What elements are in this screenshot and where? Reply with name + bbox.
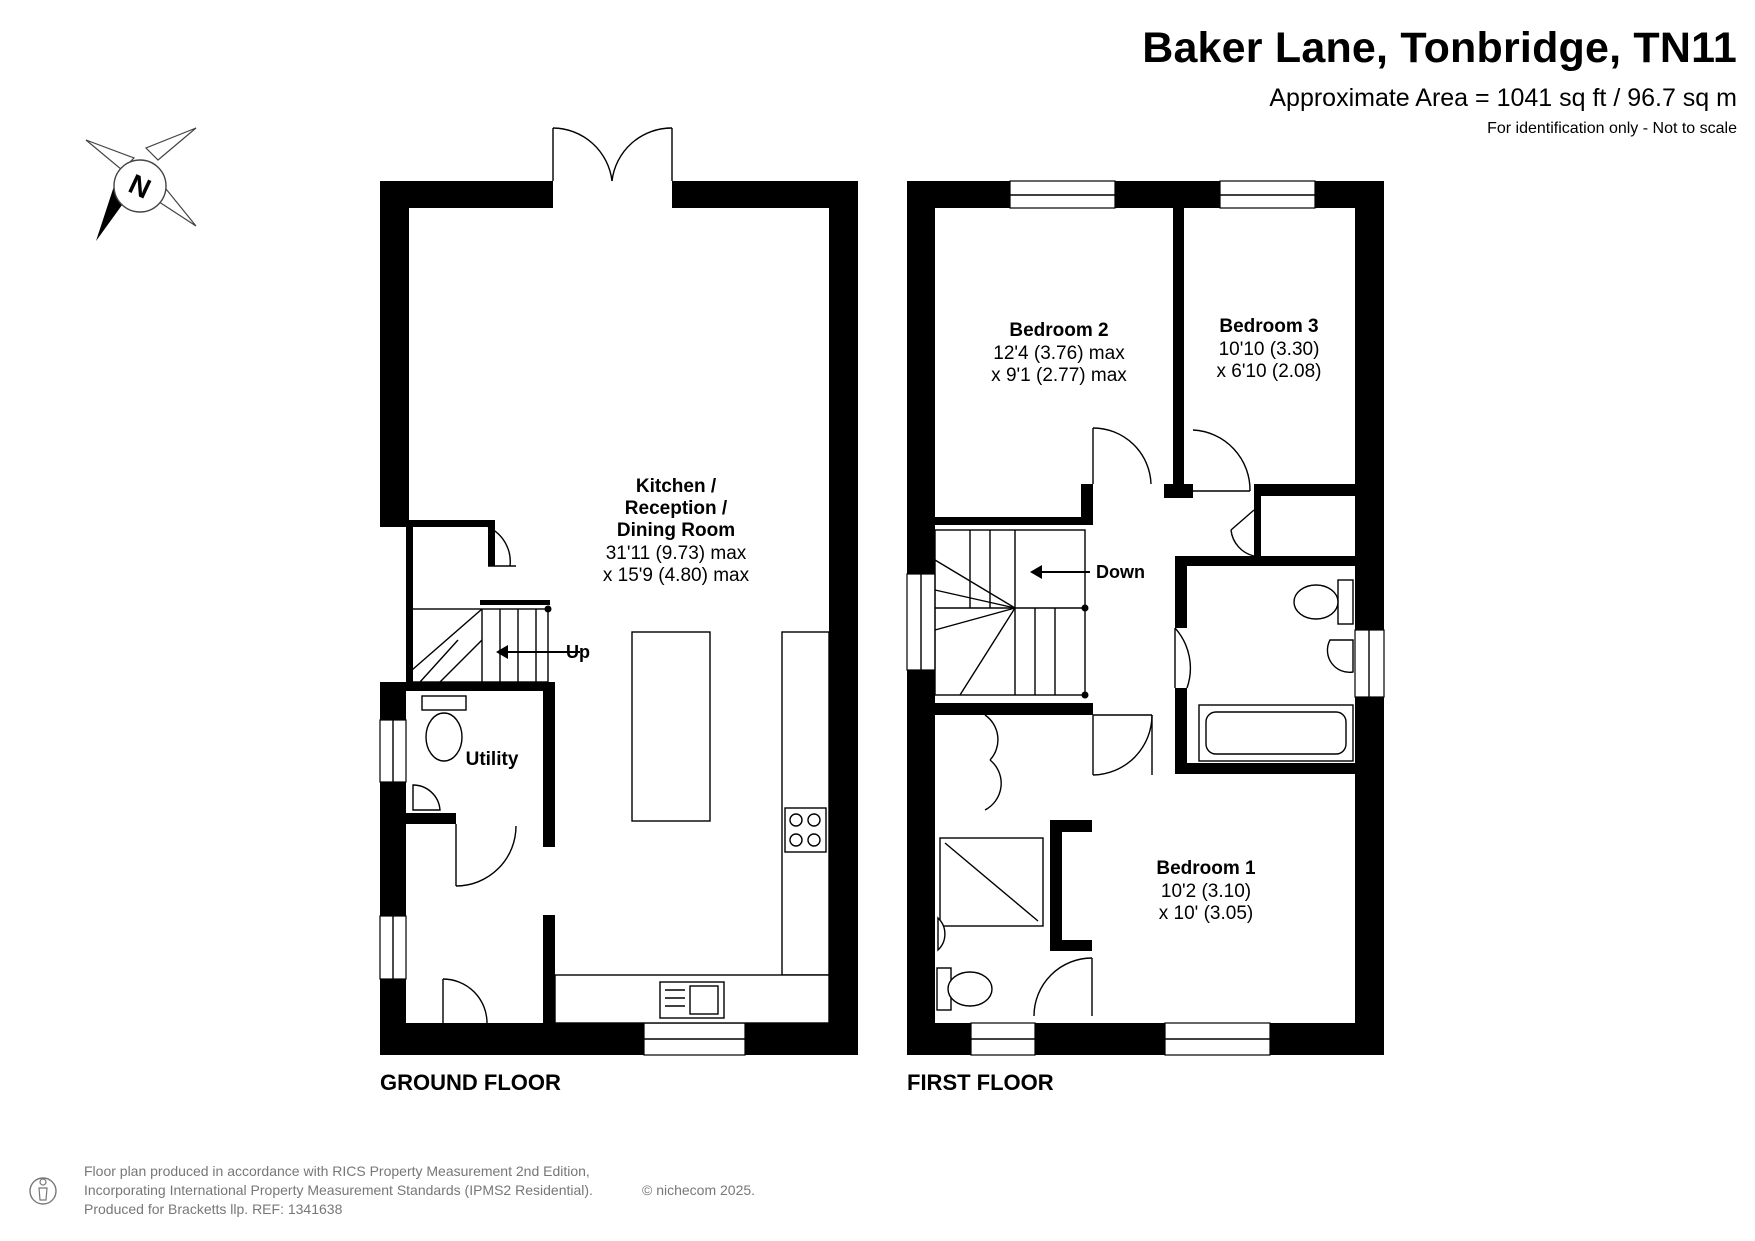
ground-floor-title: GROUND FLOOR <box>380 1070 561 1095</box>
first-floor-labels: Bedroom 2 12'4 (3.76) max x 9'1 (2.77) m… <box>907 316 1322 1095</box>
bedroom3-name: Bedroom 3 <box>1219 316 1318 337</box>
ground-floor-windows <box>379 719 746 1056</box>
bedroom1-name: Bedroom 1 <box>1156 858 1256 879</box>
sink-icon <box>659 981 725 1019</box>
compass-rose-icon: N <box>85 127 197 241</box>
utility-toilet-cistern-icon <box>421 695 467 711</box>
bath-icon <box>1198 704 1354 762</box>
kitchen-dims-line-1: 31'11 (9.73) max <box>606 543 747 564</box>
bedroom3-dims-line-1: 10'10 (3.30) <box>1219 339 1320 360</box>
kitchen-dims-line-2: x 15'9 (4.80) max <box>603 565 750 586</box>
first-floor-stair: Down <box>934 529 1145 699</box>
kitchen-name-line-1: Kitchen / <box>636 476 717 497</box>
utility-basin-icon <box>412 784 441 811</box>
ground-floor-labels: Kitchen / Reception / Dining Room 31'11 … <box>380 476 750 1095</box>
ground-floor-stair: Up <box>411 605 590 683</box>
bedroom3-dims-line-2: x 6'10 (2.08) <box>1216 361 1321 382</box>
first-floor-windows <box>906 180 1385 1056</box>
footer-line-1: Floor plan produced in accordance with R… <box>84 1163 590 1179</box>
bedroom1-dims-line-1: 10'2 (3.10) <box>1161 881 1251 902</box>
person-scale-icon <box>29 1177 57 1205</box>
footer-line-3: Produced for Bracketts llp. REF: 1341638 <box>84 1201 343 1217</box>
ensuite-toilet-icon <box>947 971 993 1007</box>
utility-name: Utility <box>466 749 519 770</box>
kitchen-name-line-2: Reception / <box>625 498 728 519</box>
first-floor-doors <box>984 427 1255 1017</box>
scale-disclaimer: For identification only - Not to scale <box>1487 120 1737 137</box>
copyright-notice: © nichecom 2025. <box>642 1182 756 1198</box>
ground-stair-up-label: Up <box>566 642 590 662</box>
bathroom-toilet-cistern-icon <box>1337 579 1354 625</box>
kitchen-counter <box>781 631 830 976</box>
hob-icon <box>784 807 827 853</box>
ground-floor-fixtures <box>412 631 830 1024</box>
bathroom-basin-icon <box>1326 639 1354 673</box>
footer-line-2: Incorporating International Property Mea… <box>84 1182 593 1198</box>
bedroom2-dims-line-2: x 9'1 (2.77) max <box>991 365 1127 386</box>
kitchen-island <box>631 631 711 822</box>
first-floor-title: FIRST FLOOR <box>907 1070 1054 1095</box>
bedroom2-name: Bedroom 2 <box>1009 320 1108 341</box>
first-stair-down-label: Down <box>1096 562 1145 582</box>
ground-floor-doors <box>442 127 673 1024</box>
bedroom1-dims-line-2: x 10' (3.05) <box>1159 903 1253 924</box>
bathroom-toilet-icon <box>1293 584 1339 620</box>
first-floor-walls <box>907 181 1384 1055</box>
bedroom2-dims-line-1: 12'4 (3.76) max <box>993 343 1125 364</box>
ensuite-basin-icon <box>937 916 946 952</box>
property-title: Baker Lane, Tonbridge, TN11 <box>1142 24 1737 72</box>
utility-toilet-icon <box>425 712 463 762</box>
approximate-area: Approximate Area = 1041 sq ft / 96.7 sq … <box>1269 84 1737 112</box>
kitchen-name-line-3: Dining Room <box>617 520 735 541</box>
first-floor-fixtures <box>936 579 1354 1011</box>
ground-floor-walls <box>380 181 858 1055</box>
